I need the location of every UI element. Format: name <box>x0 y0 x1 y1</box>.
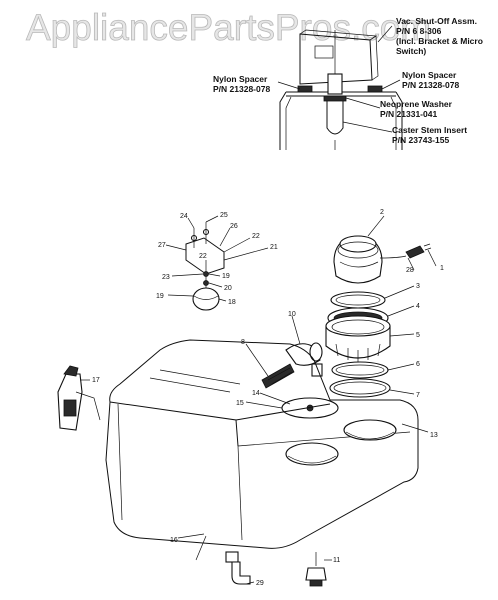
callout-nylon-left-2: P/N 21328-078 <box>213 84 270 94</box>
part-number: 16 <box>170 537 178 544</box>
part-number: 6 <box>416 361 420 368</box>
callout-neoprene-2: P/N 21331-041 <box>380 109 437 119</box>
part-number: 11 <box>333 557 340 564</box>
part-number: 5 <box>416 332 420 339</box>
tank-well-left <box>285 442 339 466</box>
tank-wall-inner <box>285 96 397 150</box>
callout-caster-1: Caster Stem Insert <box>392 125 467 135</box>
leader-vac <box>377 25 393 43</box>
callout-neoprene-1: Neoprene Washer <box>380 99 453 109</box>
caster-body <box>305 567 327 581</box>
part-number: 19 <box>156 293 164 300</box>
caster-11 <box>305 552 327 587</box>
part-number: 21 <box>270 244 278 251</box>
leader-caster <box>342 121 393 133</box>
part-number: 28 <box>406 267 414 274</box>
part-number: 27 <box>158 242 166 249</box>
part-number: 25 <box>220 212 228 219</box>
tank-front-corner <box>237 445 243 541</box>
inlet-stub <box>311 363 323 377</box>
part-number: 22 <box>199 253 207 260</box>
power-cord <box>379 255 407 259</box>
recovery-tank <box>105 339 419 561</box>
nylon-spacer-left <box>297 85 313 93</box>
motor-head-stack <box>325 235 432 398</box>
tank-wall-section <box>279 91 403 150</box>
collar-19 <box>203 271 209 277</box>
float-ball <box>192 287 220 311</box>
part-number: 15 <box>236 400 244 407</box>
callout-nylon-right-1: Nylon Spacer <box>402 70 457 80</box>
part-number: 8 <box>241 339 245 346</box>
part-number: 7 <box>416 392 420 399</box>
cord-plug <box>405 245 425 259</box>
part-number: 23 <box>162 274 170 281</box>
callout-vac-3: (Incl. Bracket & Micro <box>396 36 483 46</box>
drain-fitting-29 <box>225 551 251 585</box>
part-number: 29 <box>256 580 264 587</box>
part-number: 26 <box>230 223 238 230</box>
part-number: 2 <box>380 209 384 216</box>
callout-vac-4: Switch) <box>396 46 426 56</box>
seal-7 <box>329 378 391 398</box>
vac-bracket-side <box>369 35 379 81</box>
nylon-spacer-right <box>367 85 383 93</box>
float-switch-assembly <box>185 222 225 311</box>
deflector-8 <box>261 363 295 389</box>
inlet-parts <box>261 342 339 419</box>
part-number: 3 <box>416 283 420 290</box>
part-number: 24 <box>180 213 188 220</box>
part-number: 18 <box>228 299 236 306</box>
stem-nut <box>327 73 343 95</box>
part-number: 20 <box>224 285 232 292</box>
tank-ridge <box>149 369 241 393</box>
part-number: 22 <box>252 233 260 240</box>
part-number: 10 <box>288 311 296 318</box>
watermark-text: AppliancePartsPros.com <box>26 7 431 48</box>
callout-vac-2: P/N 6 8-306 <box>396 26 442 36</box>
hose-hanger-17 <box>57 365 101 431</box>
vac-shutoff-inset <box>277 25 403 150</box>
tank-top-edge <box>109 401 331 447</box>
part-number: 4 <box>416 303 420 310</box>
part-number: 14 <box>252 390 260 397</box>
callout-nylon-left-1: Nylon Spacer <box>213 74 268 84</box>
part-number: 19 <box>222 273 230 280</box>
motor-head-cap <box>339 235 377 253</box>
caster-stem-insert <box>326 101 344 135</box>
leader-nylon-right <box>381 79 401 90</box>
part-number: 13 <box>430 432 438 439</box>
leader-neoprene <box>345 97 381 109</box>
part-number: 17 <box>92 377 100 384</box>
micro-switch <box>314 45 334 59</box>
tank-body <box>105 339 419 549</box>
leader-nylon-left <box>277 81 301 90</box>
neoprene-washer <box>323 95 347 102</box>
part-number: 1 <box>440 265 444 272</box>
gasket-3 <box>330 291 386 309</box>
tank-well-right <box>343 419 397 441</box>
drain-elbow <box>231 561 251 585</box>
collar-20 <box>203 280 209 286</box>
callout-caster-2: P/N 23743-155 <box>392 135 449 145</box>
callout-nylon-right-2: P/N 21328-078 <box>402 80 459 90</box>
seal-6 <box>331 361 389 379</box>
callout-vac-1: Vac. Shut-Off Assm. <box>396 16 477 26</box>
